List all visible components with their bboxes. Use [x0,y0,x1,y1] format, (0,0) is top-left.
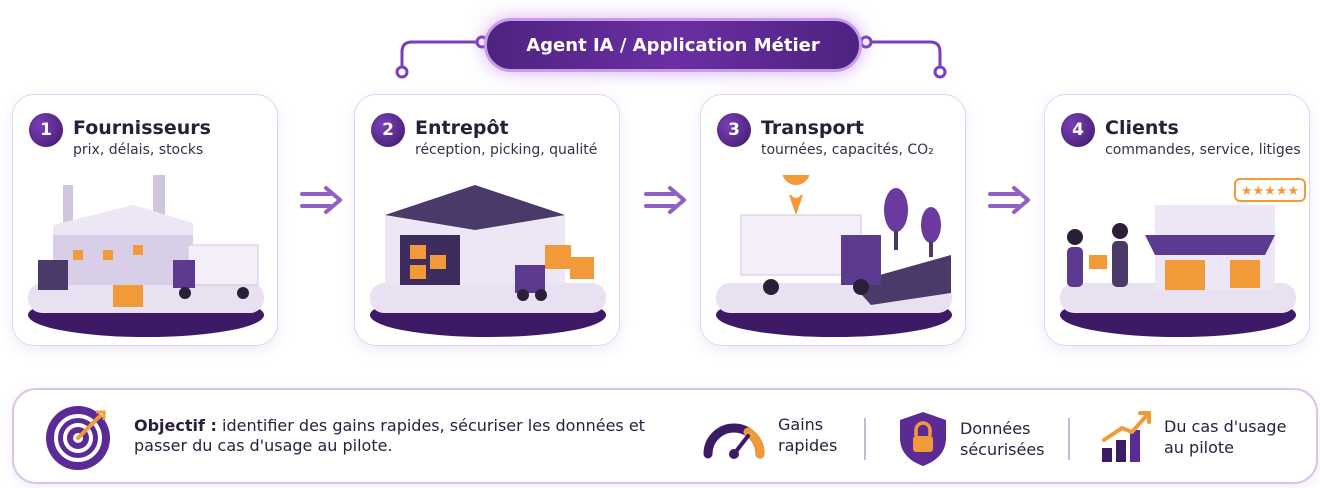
feature-line1: Gains [778,415,824,434]
arrow-right-icon [988,186,1030,214]
step-subtitle: prix, délais, stocks [73,142,204,158]
objective-text: Objectif : identifier des gains rapides,… [134,416,694,456]
step-subtitle: réception, picking, qualité [415,142,598,158]
objective-bar: Objectif : identifier des gains rapides,… [12,388,1318,484]
growth-chart-icon [1102,411,1151,462]
step-card-transport: 3 Transport tournées, capacités, CO₂ [700,94,966,346]
step-card-clients: 4 Clients commandes, service, litiges ★★… [1044,94,1310,346]
svg-text:★★★★★: ★★★★★ [1241,184,1299,199]
feature-line2: sécurisées [960,440,1045,459]
warehouse-forklift-illustration-icon [370,185,606,337]
step-number: 1 [29,113,63,147]
shop-customers-illustration-icon: ★★★★★ [1060,178,1306,337]
connector-left-icon [395,35,489,79]
objective-body: identifier des gains rapides, sécuriser … [134,416,645,455]
step-subtitle: commandes, service, litiges [1105,142,1301,158]
feature-secured-data: Données sécurisées [898,410,1045,468]
step-title: Transport [761,117,865,139]
feature-line2: au pilote [1164,438,1234,457]
step-title: Fournisseurs [73,117,211,139]
step-number: 4 [1061,113,1095,147]
speedometer-icon [703,423,765,459]
agent-pill: Agent IA / Application Métier [484,18,862,72]
objective-label: Objectif : [134,416,217,435]
arrow-right-icon [300,186,342,214]
truck-route-illustration-icon [716,175,952,337]
arrow-right-icon [644,186,686,214]
step-subtitle: tournées, capacités, CO₂ [761,142,934,158]
shield-lock-icon [900,412,946,466]
step-title: Entrepôt [415,117,509,139]
feature-line1: Du cas d'usage [1164,417,1287,436]
feature-quick-wins: Gains rapides [702,410,837,460]
feature-use-case-to-pilot: Du cas d'usage au pilote [1100,410,1286,464]
agent-pill-label: Agent IA / Application Métier [526,34,820,56]
feature-line2: rapides [778,436,838,455]
step-number: 3 [717,113,751,147]
step-card-warehouse: 2 Entrepôt réception, picking, qualité [354,94,620,346]
step-title: Clients [1105,117,1179,139]
factory-truck-illustration-icon [28,175,264,337]
connector-right-icon [859,35,947,79]
step-number: 2 [371,113,405,147]
feature-line1: Données [960,419,1031,438]
separator [1068,418,1070,460]
target-icon [46,406,110,470]
separator [864,418,866,460]
step-card-suppliers: 1 Fournisseurs prix, délais, stocks [12,94,278,346]
